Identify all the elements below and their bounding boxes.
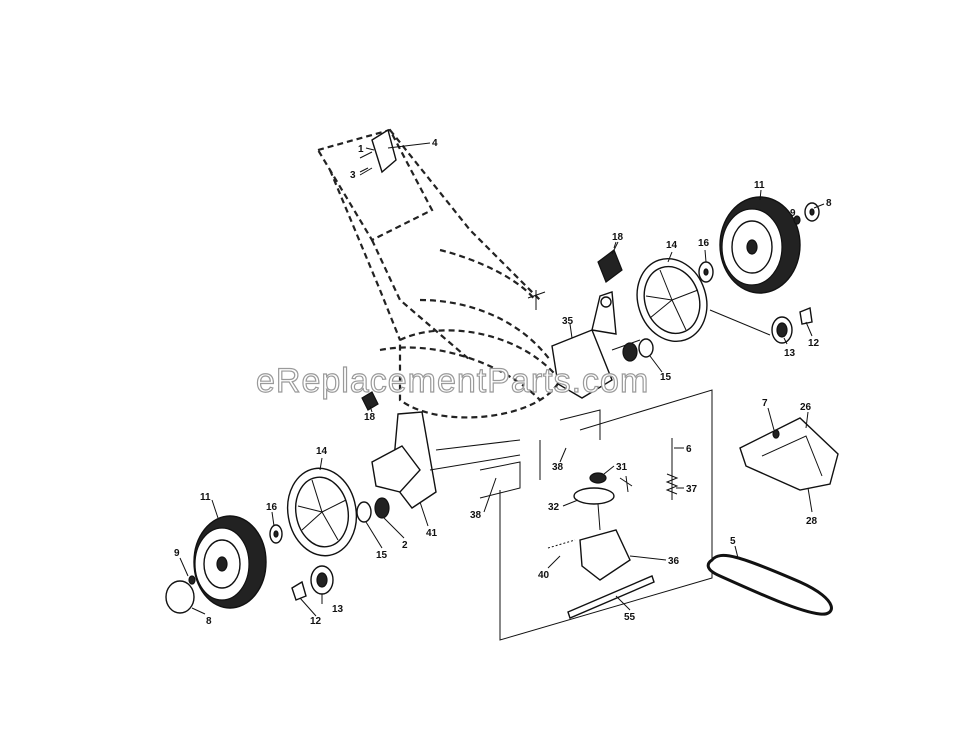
right-gear-14 bbox=[636, 257, 771, 343]
right-hubcap-8 bbox=[793, 202, 820, 225]
label-6: 6 bbox=[686, 444, 692, 455]
label-40: 40 bbox=[538, 570, 550, 581]
label-37: 37 bbox=[686, 484, 698, 495]
label-32: 32 bbox=[548, 502, 560, 513]
label-4: 4 bbox=[432, 138, 438, 149]
label-36: 36 bbox=[668, 556, 680, 567]
drive-belt-5 bbox=[706, 553, 833, 616]
left-wheel-11 bbox=[193, 515, 267, 609]
right-washers-15 bbox=[622, 338, 654, 362]
label-14-right: 14 bbox=[666, 240, 678, 251]
left-pinion-13 bbox=[291, 565, 334, 601]
label-28: 28 bbox=[806, 516, 818, 527]
label-5: 5 bbox=[730, 536, 736, 547]
height-adjuster-35 bbox=[551, 291, 641, 399]
label-2: 2 bbox=[402, 540, 408, 551]
axle-55 bbox=[567, 575, 655, 619]
label-55: 55 bbox=[624, 612, 636, 623]
label-12-right: 12 bbox=[808, 338, 820, 349]
label-3: 3 bbox=[350, 170, 356, 181]
belt-cover bbox=[739, 417, 839, 491]
label-11-right: 11 bbox=[754, 180, 765, 191]
label-16-left: 16 bbox=[266, 502, 278, 513]
grip-18-top bbox=[597, 241, 623, 283]
label-18-top: 18 bbox=[612, 232, 624, 243]
right-washer-16 bbox=[698, 261, 714, 283]
grip-18-lower bbox=[361, 391, 379, 411]
label-12-left: 12 bbox=[310, 616, 322, 627]
label-9-left: 9 bbox=[174, 548, 180, 559]
part-labels: 1 3 4 18 14 16 11 9 8 13 12 35 15 18 14 … bbox=[174, 138, 832, 627]
label-8-right: 8 bbox=[826, 198, 832, 209]
left-hubcap-8 bbox=[165, 575, 196, 614]
left-gear-14 bbox=[286, 467, 358, 557]
label-11-left: 11 bbox=[200, 492, 211, 503]
left-washers bbox=[356, 497, 390, 523]
label-15-right: 15 bbox=[660, 372, 672, 383]
label-26: 26 bbox=[800, 402, 812, 413]
leader-lines bbox=[179, 147, 825, 617]
label-15-left: 15 bbox=[376, 550, 388, 561]
right-wheel-11 bbox=[719, 196, 801, 294]
left-height-bracket-41 bbox=[371, 411, 521, 509]
label-13-left: 13 bbox=[332, 604, 344, 615]
left-washer-16 bbox=[269, 524, 283, 544]
control-lever bbox=[359, 128, 431, 176]
transmission-36 bbox=[547, 472, 633, 581]
transmission-frame bbox=[479, 389, 713, 641]
watermark: eReplacementParts.com bbox=[256, 362, 649, 400]
label-9-right: 9 bbox=[790, 208, 796, 219]
label-18-lower: 18 bbox=[364, 412, 376, 423]
label-16-right: 16 bbox=[698, 238, 710, 249]
label-31: 31 bbox=[616, 462, 628, 473]
spring-37 bbox=[665, 438, 679, 500]
label-8-left: 8 bbox=[206, 616, 212, 627]
label-41: 41 bbox=[426, 528, 438, 539]
label-1: 1 bbox=[358, 144, 364, 155]
label-14-left: 14 bbox=[316, 446, 328, 457]
label-7: 7 bbox=[762, 398, 768, 409]
label-38-right: 38 bbox=[552, 462, 564, 473]
label-38-left: 38 bbox=[470, 510, 482, 521]
right-pinion-13 bbox=[771, 307, 813, 344]
label-35: 35 bbox=[562, 316, 574, 327]
label-13-right: 13 bbox=[784, 348, 796, 359]
